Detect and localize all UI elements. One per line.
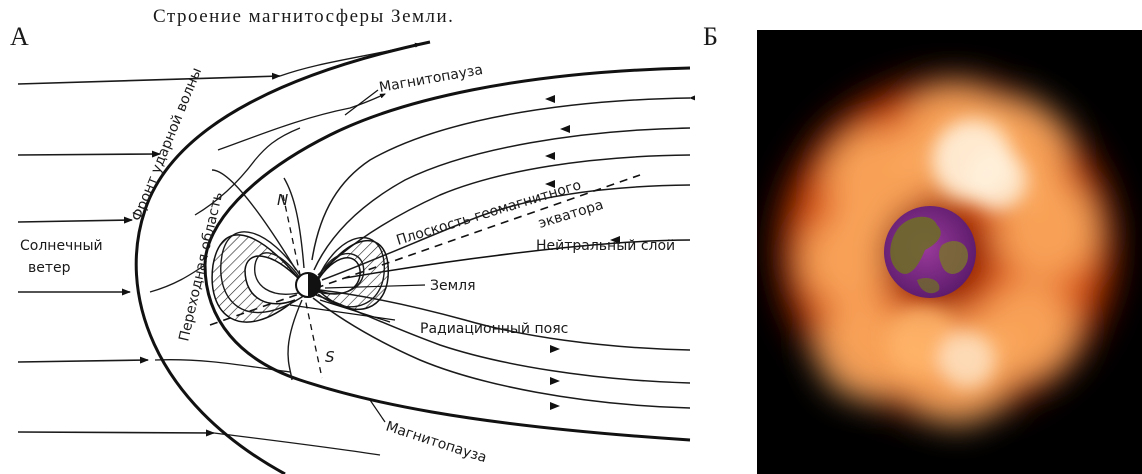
magnetosphere-image-panel (757, 30, 1142, 474)
solar-wind-label-line2: ветер (28, 260, 71, 276)
solar-wind-arrow (18, 432, 214, 433)
solar-wind-arrow (18, 76, 280, 84)
bow-shock-label: Фронт ударной волны (129, 66, 205, 224)
planet-disc (884, 206, 976, 298)
panel-label-b: Б (703, 22, 718, 52)
solar-wind-arrow (18, 360, 148, 362)
neutral-sheet-label: Нейтральный слой (536, 238, 675, 254)
solar-wind-arrow (18, 154, 160, 155)
solar-wind-label-line1: Солнечный (20, 238, 103, 254)
south-pole-label: S (325, 348, 335, 366)
earth-label: Земля (430, 278, 476, 294)
magnetopause-curve (205, 68, 690, 440)
radiation-belt-label: Радиационный пояс (420, 321, 568, 337)
magnetopause-bottom-label: Магнитопауза (384, 419, 489, 467)
magnetosphere-diagram: Солнечный ветер Фронт ударной волны Пере… (0, 0, 700, 474)
magnetosphere-glow-image (757, 30, 1142, 474)
north-pole-label: N (277, 191, 288, 209)
earth-symbol (296, 273, 320, 297)
solar-wind-arrow (18, 220, 132, 222)
